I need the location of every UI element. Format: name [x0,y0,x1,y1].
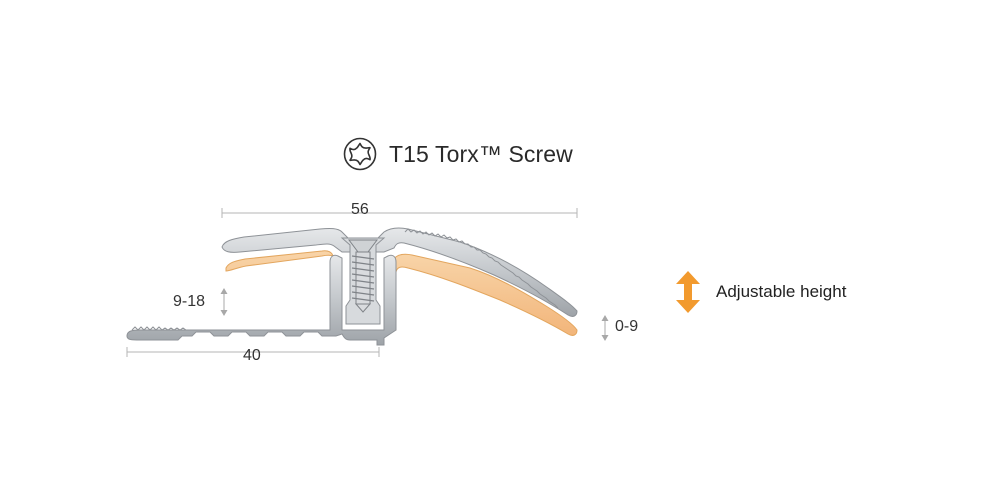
screw [348,239,378,313]
dimension-top-width [221,208,578,218]
label-top-width: 56 [351,201,369,218]
label-left-height: 9-18 [173,293,206,310]
torx-icon [343,137,377,171]
dimension-base-width [126,347,380,357]
title: T15 Torx™ Screw [389,140,573,167]
dimension-right-height [601,315,609,341]
label-right-height: 0-9 [615,318,639,335]
insert-strips [225,250,578,336]
legend-adjustable-height: Adjustable height [674,270,846,314]
base-profile [126,254,397,346]
double-arrow-icon [676,271,700,313]
label-base-width: 40 [243,347,261,364]
legend-label: Adjustable height [716,282,847,301]
dimension-left-height [220,288,228,316]
title-row: T15 Torx™ Screw [343,136,573,172]
